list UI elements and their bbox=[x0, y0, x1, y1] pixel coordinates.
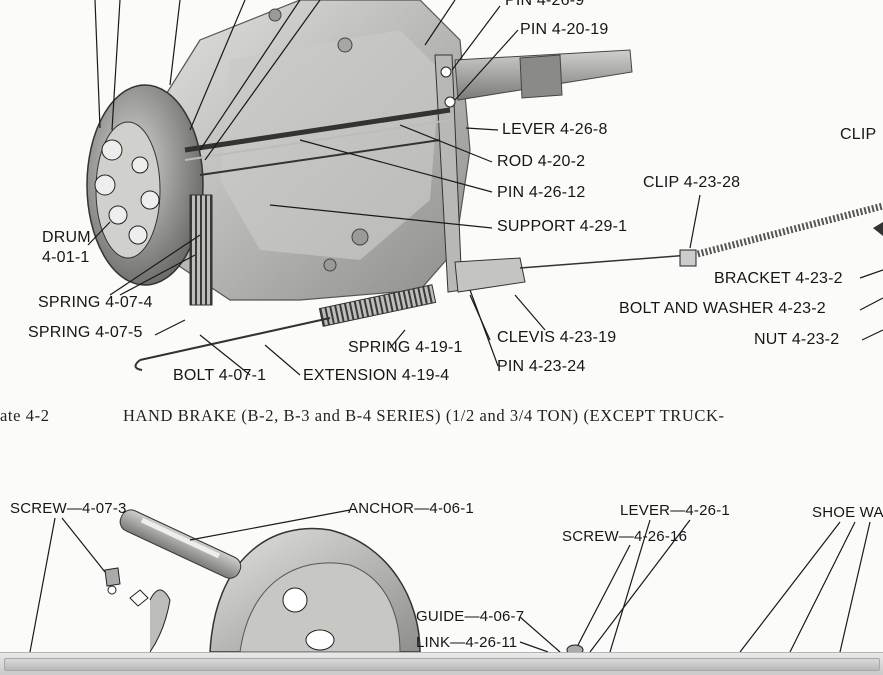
label-drum-number: 4-01-1 bbox=[42, 249, 90, 266]
figure-caption: HAND BRAKE (B-2, B-3 and B-4 SERIES) (1/… bbox=[123, 406, 725, 425]
label-clip-right: CLIP bbox=[840, 126, 877, 143]
scrollbar-thumb[interactable] bbox=[4, 658, 880, 671]
label-spring-4-19-1: SPRING 4-19-1 bbox=[348, 339, 463, 356]
label-guide-4-06-7: GUIDE—4-06-7 bbox=[416, 608, 525, 625]
label-drum: DRUM bbox=[42, 229, 91, 246]
label-rod-4-20-2: ROD 4-20-2 bbox=[497, 153, 586, 170]
label-screw-4-26-16: SCREW—4-26-16 bbox=[562, 528, 688, 545]
label-pin-4-23-24: PIN 4-23-24 bbox=[497, 358, 586, 375]
label-lever-4-26-1: LEVER—4-26-1 bbox=[620, 502, 730, 519]
label-pin-4-20-19: PIN 4-20-19 bbox=[520, 21, 609, 38]
horizontal-scrollbar[interactable] bbox=[0, 652, 883, 675]
label-shoe-washer: SHOE WA bbox=[812, 504, 883, 521]
label-anchor-4-06-1: ANCHOR—4-06-1 bbox=[348, 500, 474, 517]
label-support-4-29-1: SUPPORT 4-29-1 bbox=[497, 218, 628, 235]
label-pin-4-26-9: PIN 4-26-9 bbox=[505, 0, 585, 9]
label-clevis-4-23-19: CLEVIS 4-23-19 bbox=[497, 329, 617, 346]
label-lever-4-26-8: LEVER 4-26-8 bbox=[502, 121, 608, 138]
hand-brake-illustration bbox=[29, 0, 883, 652]
label-link-4-26-11: LINK—4-26-11 bbox=[416, 634, 518, 651]
label-pin-4-26-12: PIN 4-26-12 bbox=[497, 184, 586, 201]
plate-number: ate 4-2 bbox=[0, 406, 50, 425]
label-spring-4-07-5: SPRING 4-07-5 bbox=[28, 324, 143, 341]
label-extension-4-19-4: EXTENSION 4-19-4 bbox=[303, 367, 450, 384]
document-viewport: PIN 4-26-9 PIN 4-20-19 CLIP LEVER 4-26-8… bbox=[0, 0, 883, 652]
label-bracket-4-23-2: BRACKET 4-23-2 bbox=[714, 270, 843, 287]
label-spring-4-07-4: SPRING 4-07-4 bbox=[38, 294, 153, 311]
label-screw-4-07-3: SCREW—4-07-3 bbox=[10, 500, 127, 517]
label-nut-4-23-2: NUT 4-23-2 bbox=[754, 331, 840, 348]
label-bolt-4-07-1: BOLT 4-07-1 bbox=[173, 367, 267, 384]
label-clip-4-23-28: CLIP 4-23-28 bbox=[643, 174, 741, 191]
label-bolt-and-washer-4-23-2: BOLT AND WASHER 4-23-2 bbox=[619, 300, 826, 317]
